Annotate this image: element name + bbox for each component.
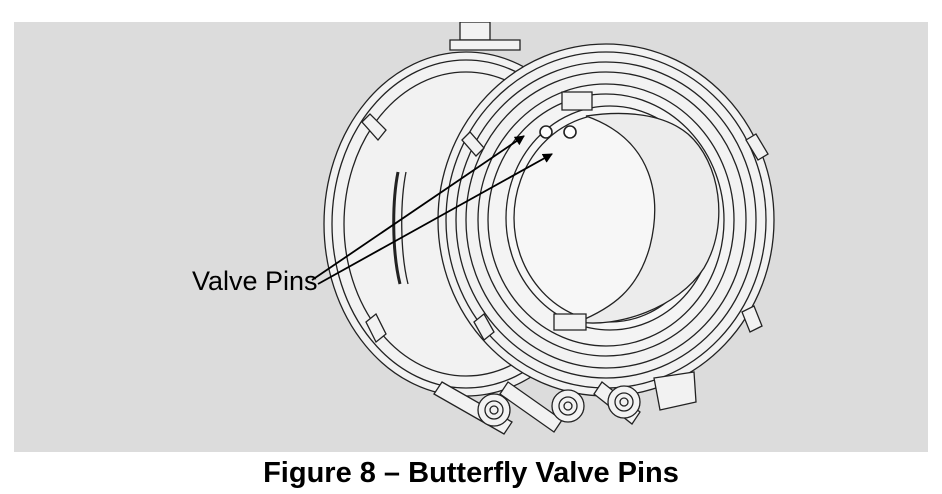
valve-pin-right	[563, 125, 577, 139]
figure-caption: Figure 8 – Butterfly Valve Pins	[263, 456, 679, 489]
valve-pins-label: Valve Pins	[192, 266, 318, 296]
clamp-hinge	[433, 371, 697, 435]
valve-pins	[539, 125, 577, 139]
valve-neck	[449, 22, 521, 51]
arrow-to-right-pin	[317, 153, 553, 285]
valve-pin-left	[539, 125, 553, 139]
butterfly-disc	[553, 91, 720, 331]
arrow-to-left-pin	[311, 135, 525, 281]
callout-arrows	[311, 135, 553, 285]
butterfly-valve-drawing	[311, 22, 775, 435]
figure-panel	[14, 22, 928, 452]
